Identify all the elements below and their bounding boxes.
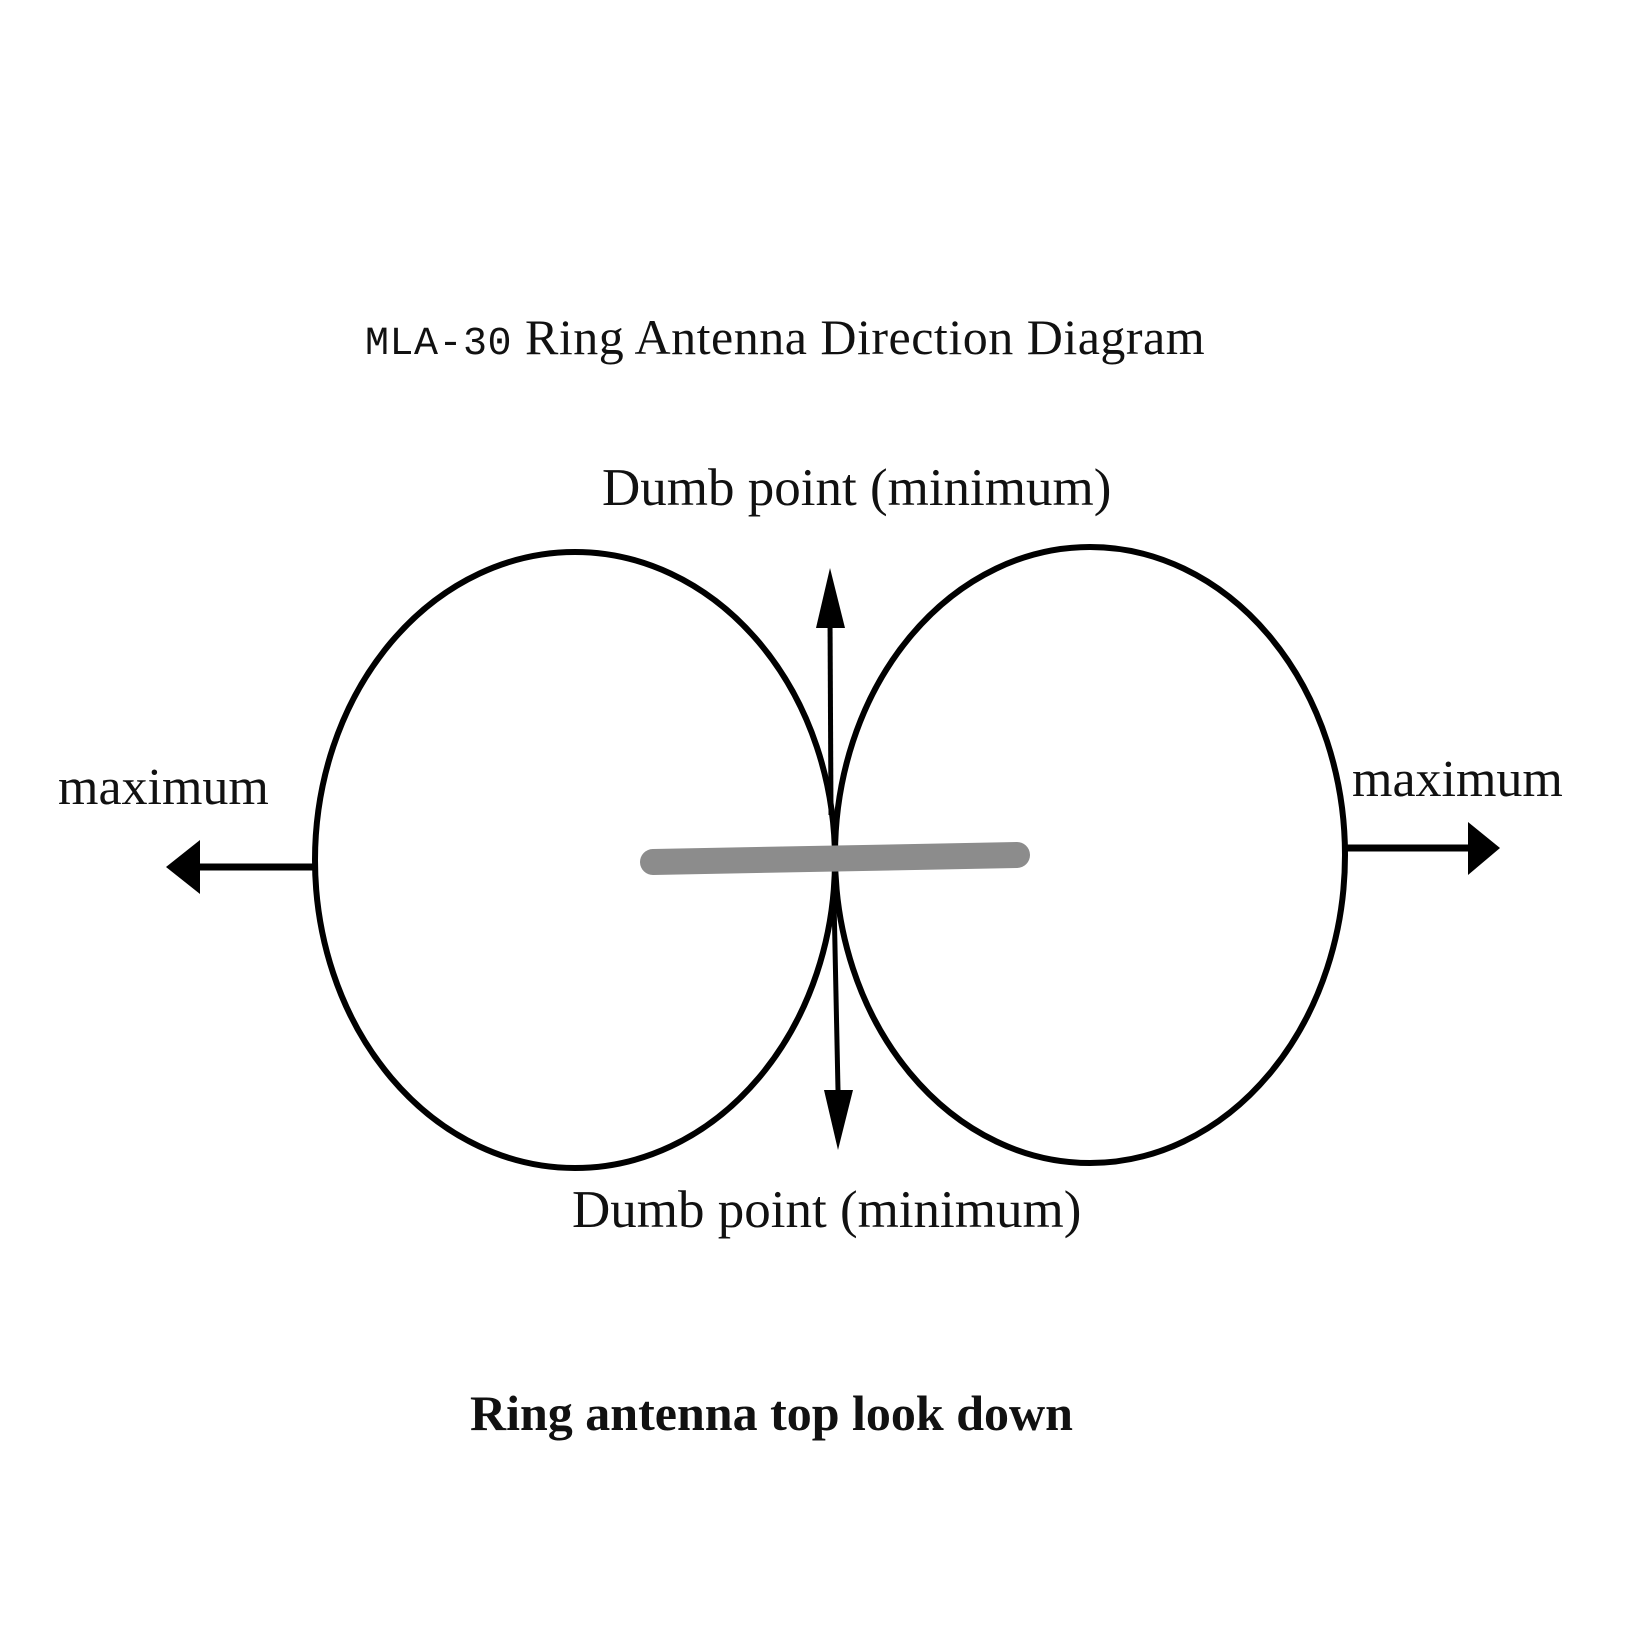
left-maximum-label: maximum — [58, 759, 269, 816]
left-arrow-head — [166, 840, 200, 894]
bottom-null-label: Dumb point (minimum) — [572, 1181, 1082, 1239]
right-maximum-label: maximum — [1352, 751, 1563, 808]
down-arrow-head — [824, 1090, 853, 1150]
up-arrow-head — [816, 568, 845, 628]
diagram-caption: Ring antenna top look down — [470, 1385, 1073, 1441]
top-null-label: Dumb point (minimum) — [602, 459, 1112, 517]
down-arrow-shaft — [831, 899, 841, 1091]
title-model: MLA-30 — [365, 322, 513, 367]
antenna-bar — [640, 842, 1030, 875]
up-arrow-shaft — [827, 614, 834, 816]
title-text: Ring Antenna Direction Diagram — [525, 309, 1206, 365]
right-arrow-head — [1468, 822, 1500, 875]
diagram-title: MLA-30 Ring Antenna Direction Diagram — [365, 308, 1205, 367]
